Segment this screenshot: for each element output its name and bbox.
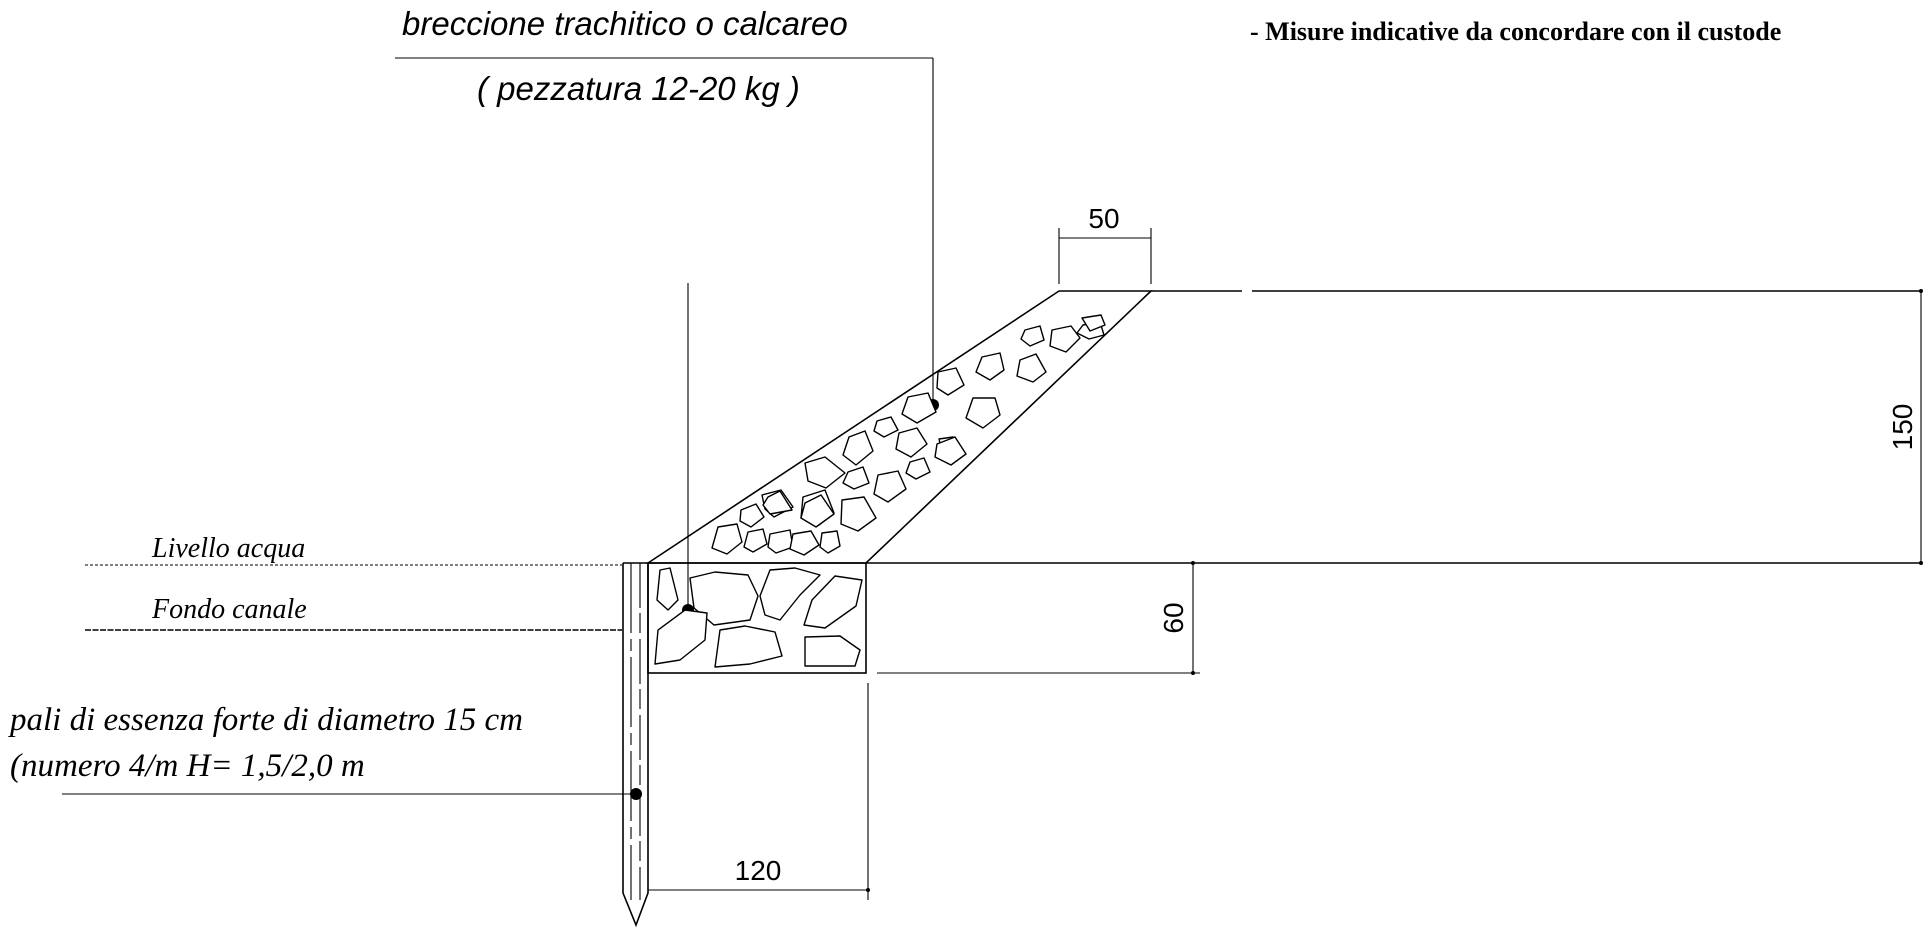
dim-crest-width: 50 xyxy=(1088,203,1119,234)
piles-leader-dot xyxy=(630,788,642,800)
dim-base-height-tick-top xyxy=(1191,561,1195,565)
base-stones xyxy=(654,567,863,668)
piles-label-line2: (numero 4/m H= 1,5/2,0 m xyxy=(10,748,365,784)
note-text: - Misure indicative da concordare con il… xyxy=(1250,17,1781,46)
slope-stones xyxy=(711,314,1106,556)
canal-bottom-label: Fondo canale xyxy=(151,594,307,625)
material-label-line2: ( pezzatura 12-20 kg ) xyxy=(477,70,800,107)
wooden-pile xyxy=(622,562,649,928)
dim-slope-height: 150 xyxy=(1887,404,1918,451)
material-label-line1: breccione trachitico o calcareo xyxy=(402,5,848,42)
dim-base-width-tick xyxy=(866,888,870,892)
dim-base-width: 120 xyxy=(735,855,782,886)
dim-base-height-tick-bottom xyxy=(1191,671,1195,675)
piles-label-line1: pali di essenza forte di diametro 15 cm xyxy=(8,702,523,738)
dim-slope-height-tick-top xyxy=(1919,289,1923,293)
water-level-label: Livello acqua xyxy=(151,533,305,564)
dim-base-height: 60 xyxy=(1158,602,1189,633)
